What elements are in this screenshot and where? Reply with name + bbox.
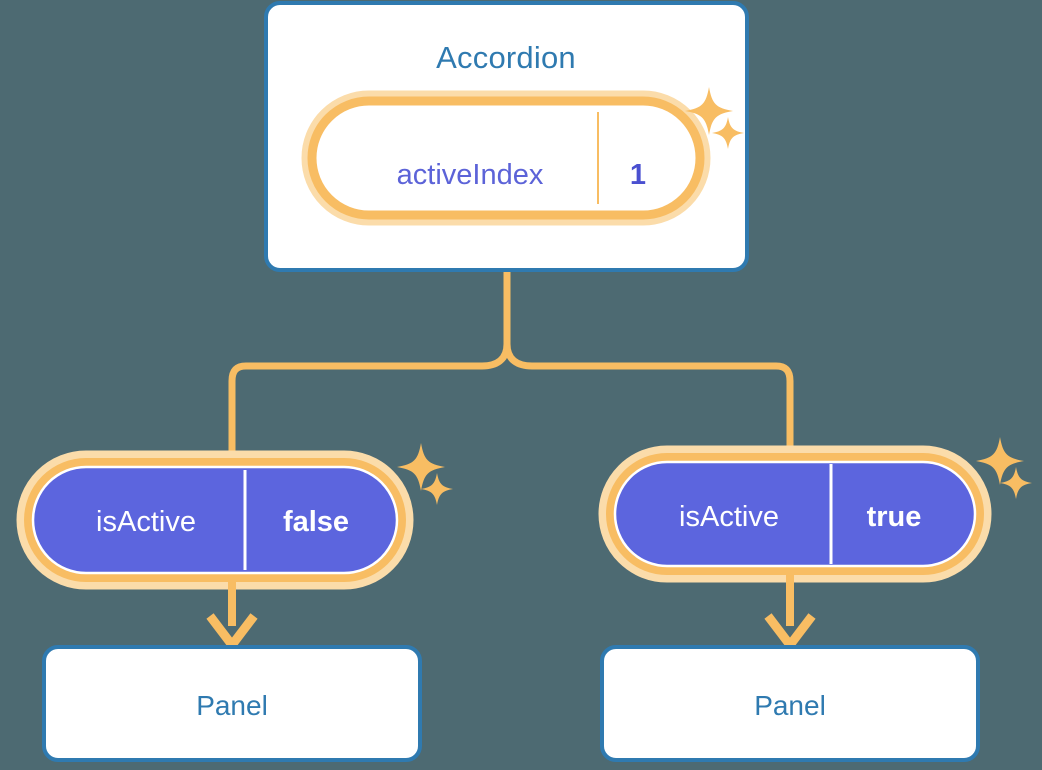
pill-glow-ring <box>598 445 992 583</box>
pill-key-label: isActive <box>679 501 779 533</box>
sparkle-icon-small <box>421 473 453 505</box>
panel-card-title: Panel <box>754 690 826 721</box>
sparkle-group-root <box>685 87 744 149</box>
pill-inner-surface <box>613 460 977 568</box>
pill-key-label: activeIndex <box>397 159 544 191</box>
pill-glow-ring <box>301 90 711 226</box>
pill-value-label: 1 <box>630 159 646 191</box>
sparkle-group-right-branch <box>976 437 1032 499</box>
panel-card-surface <box>42 645 422 762</box>
sparkle-icon-small <box>1000 467 1032 499</box>
connector-root-to-branches <box>228 268 794 464</box>
panel-card-title: Panel <box>196 690 268 721</box>
sparkle-icon-large <box>976 437 1024 485</box>
pill-inner-surface <box>31 465 399 575</box>
pill-border <box>307 96 705 220</box>
sparkle-icon-small <box>712 117 744 149</box>
panel-card-left[interactable]: Panel <box>42 645 422 762</box>
state-pill-is-active-false[interactable]: isActive false <box>16 450 414 590</box>
panel-card-surface <box>600 645 980 762</box>
panel-card-right[interactable]: Panel <box>600 645 980 762</box>
sparkle-icon-large <box>685 87 733 135</box>
pill-glow-ring <box>16 450 414 590</box>
pill-key-label: isActive <box>96 506 196 538</box>
root-card-title: Accordion <box>436 40 576 75</box>
sparkle-icon-large <box>397 443 445 491</box>
state-pill-active-index[interactable]: activeIndex 1 <box>301 90 711 226</box>
state-pill-is-active-true[interactable]: isActive true <box>598 445 992 583</box>
sparkle-group-left-branch <box>397 443 453 505</box>
pill-value-label: false <box>283 506 349 538</box>
pill-value-label: true <box>867 501 922 533</box>
